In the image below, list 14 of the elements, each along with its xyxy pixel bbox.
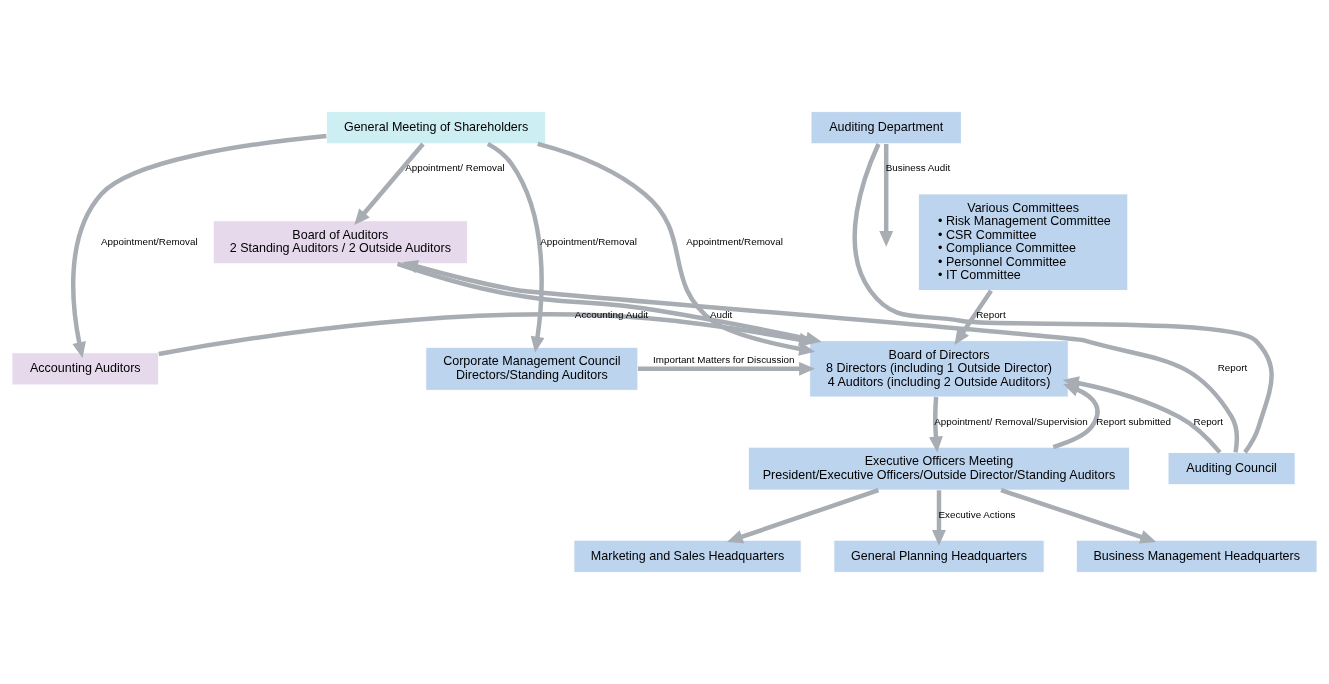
edge-label: Report: [1217, 362, 1248, 374]
edge-label: Executive Actions: [938, 508, 1016, 520]
edge-label: Report: [1193, 415, 1224, 427]
edge-label: Business Audit: [885, 162, 951, 174]
edge-label: Appointment/ Removal/Supervision: [934, 415, 1088, 427]
edge-label: Appointment/Removal: [540, 235, 638, 247]
edge-label: Important Matters for Discussion: [653, 354, 795, 366]
edge-label: Report: [976, 309, 1006, 321]
edge-label: Appointment/Removal: [686, 235, 783, 247]
edge-label: Audit: [709, 309, 733, 321]
edge-label: Report submitted: [1096, 415, 1172, 427]
edge-label: Appointment/Removal: [100, 235, 198, 247]
edge-label: Appointment/ Removal: [405, 162, 505, 174]
edge-label: Accounting Audit: [574, 309, 649, 321]
